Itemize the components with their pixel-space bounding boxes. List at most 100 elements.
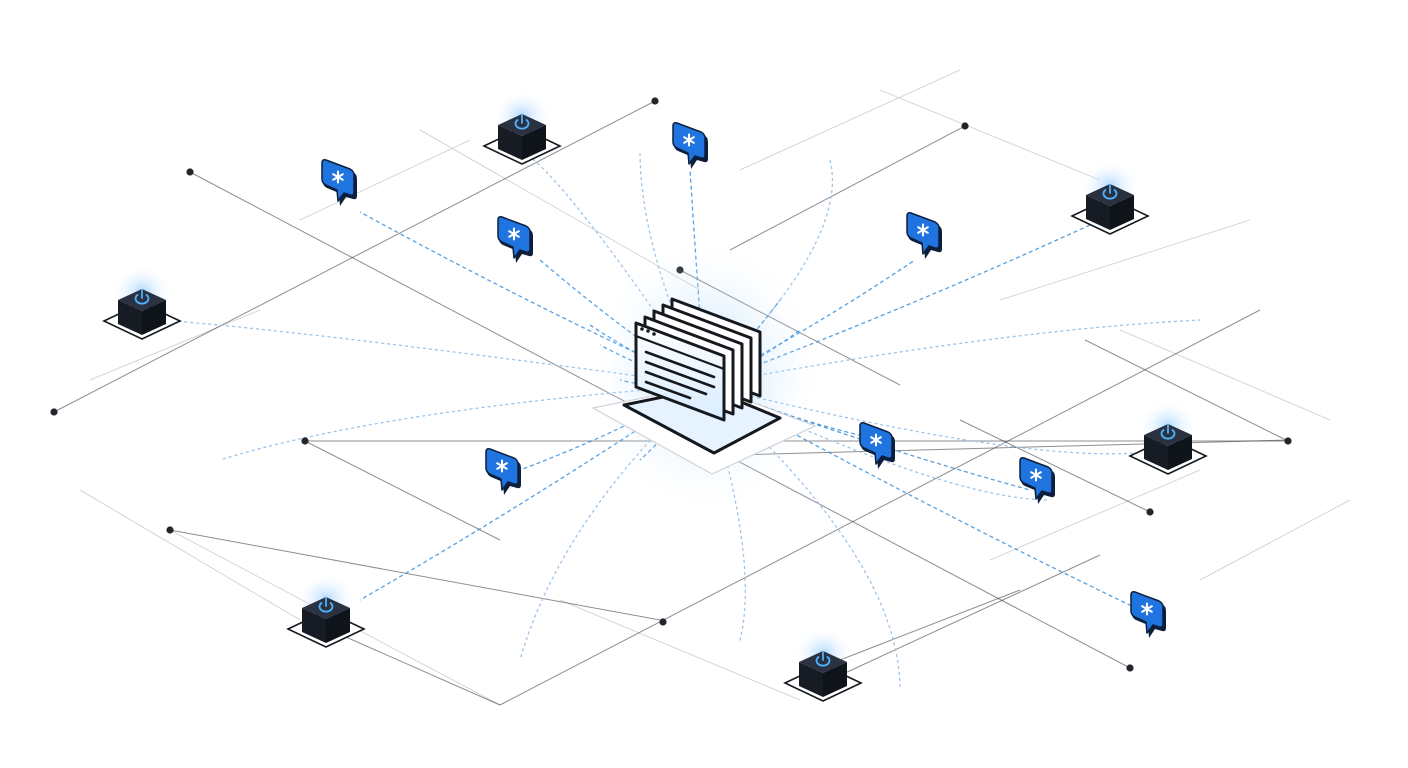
asterisk-stroke [1030,471,1042,479]
power-icon-arc [514,119,530,130]
grid-line [329,629,501,706]
dotted-link [519,384,706,661]
asterisk-icon [496,459,508,473]
device-left [302,608,326,643]
power-cube-icon [102,265,182,340]
window-control-dot [640,327,644,331]
asterisk-chat-badge-icon [859,422,895,469]
grid-node-dots [50,97,1292,672]
window-control-dot [652,332,656,336]
device-right [1168,435,1192,470]
grid-node-dot [186,168,194,176]
window-control-dot [646,329,650,333]
power-icon [134,289,150,305]
asterisk-stroke [917,226,929,234]
dashed-link [359,384,706,601]
window-title-bar [635,334,725,371]
grid-node-dot [961,122,969,130]
grid-node-dot [1284,437,1292,445]
asterisk-chat-badge-icon [485,448,521,495]
message-badges [321,122,1166,638]
browser-window [634,321,726,422]
power-icon [318,597,334,613]
asterisk-stroke [508,230,520,238]
background-grid [79,69,1351,706]
power-cube-icon [783,627,863,702]
device-nodes [102,90,1208,702]
power-icon-arc [134,294,150,305]
grid-line [53,100,656,413]
grid-line [304,440,501,541]
asterisk-icon [1030,468,1042,482]
grid-node-dot [1126,664,1134,672]
central-hub [585,235,825,515]
faint-grid-line [79,489,301,621]
asterisk-icon [683,133,695,147]
grid-node-dot [301,437,309,445]
grid-node-dot [651,97,659,105]
faint-grid-line [739,69,961,171]
dashed-link [704,384,1141,611]
asterisk-icon [508,227,520,241]
dotted-link [704,384,1051,501]
power-icon-arc [815,656,831,667]
power-cube-icon [286,573,366,648]
window-text-line [644,360,716,389]
asterisk-stroke [870,436,882,444]
grid-node-dot [166,526,174,534]
window-text-line [644,370,708,396]
faint-grid-line [879,89,1101,181]
power-icon [815,651,831,667]
power-icon [1160,424,1176,440]
device-left [799,662,823,697]
asterisk-chat-badge-icon [1130,591,1166,638]
asterisk-icon [870,433,882,447]
grid-node-dot [1146,508,1154,516]
asterisk-icon [332,170,344,184]
power-icon [1102,184,1118,200]
asterisk-chat-badge-icon [906,212,942,259]
faint-grid-line [299,139,471,221]
asterisk-stroke [332,173,344,181]
dotted-link [704,384,746,641]
grid-line [839,589,1021,661]
asterisk-chat-badge-icon [1019,457,1055,504]
grid-node-dot [50,408,58,416]
dashed-link [704,224,1091,386]
device-right [326,608,350,643]
grid-line [734,439,1291,456]
device-left [498,125,522,160]
grid-line [729,125,966,251]
device-left [1086,195,1110,230]
power-cube-icon [1128,400,1208,475]
power-icon-arc [318,602,334,613]
grid-node-dot [659,618,667,626]
grid-line [1084,339,1289,442]
stacked-browser-windows-icon [634,297,762,422]
dotted-link [519,149,706,386]
asterisk-stroke [496,462,508,470]
asterisk-stroke [1141,605,1153,613]
window-text-line [644,380,692,400]
asterisk-chat-badge-icon [672,122,708,169]
grid-line [959,419,1151,513]
device-right [1110,195,1134,230]
asterisk-chat-badge-icon [497,216,533,263]
device-left [1144,435,1168,470]
faint-grid-line [559,599,801,701]
grid-line [829,554,1101,681]
device-left [118,300,142,335]
asterisk-icon [917,223,929,237]
grid-line [169,529,661,621]
power-icon [514,114,530,130]
faint-grid-line [89,309,261,381]
asterisk-chat-badge-icon [321,159,357,206]
power-icon-arc [1160,429,1176,440]
device-right [823,662,847,697]
power-cube-icon [482,90,562,165]
device-right [142,300,166,335]
device-right [522,125,546,160]
grid-line [499,309,1261,706]
